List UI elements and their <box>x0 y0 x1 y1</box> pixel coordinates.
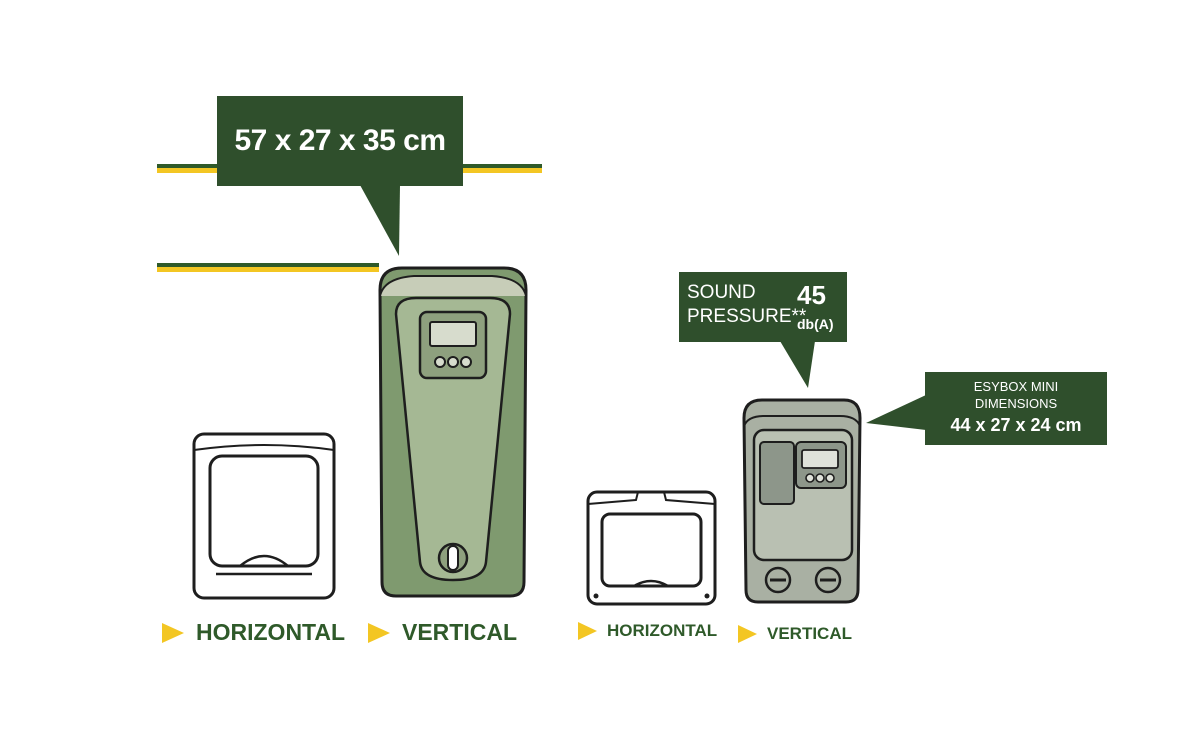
main-callout-pointer <box>360 185 400 256</box>
mini-dimensions-value: 44 x 27 x 24 cm <box>950 415 1082 435</box>
mini-callout-pointer <box>866 395 926 430</box>
sound-label-line1: SOUND <box>687 282 756 303</box>
small-vertical-unit-illustration <box>742 398 862 604</box>
large-vertical-text: VERTICAL <box>402 619 517 645</box>
arrow-icon <box>738 625 757 643</box>
main-dimensions-callout: 57 x 27 x 35 cm <box>217 96 463 186</box>
large-vertical-unit-illustration <box>378 266 528 598</box>
mini-dimensions-line2: DIMENSIONS <box>974 396 1058 411</box>
sound-callout-pointer <box>780 341 815 388</box>
small-horizontal-unit-illustration <box>586 490 717 606</box>
arrow-icon <box>368 622 390 643</box>
mini-dimensions-callout: ESYBOX MINI DIMENSIONS 44 x 27 x 24 cm <box>925 372 1107 445</box>
large-vertical-label: VERTICAL <box>368 619 517 646</box>
sound-pressure-callout: SOUND PRESSURE** 45 db(A) <box>679 272 847 342</box>
large-horizontal-text: HORIZONTAL <box>196 619 346 645</box>
sound-pressure-unit: db(A) <box>797 316 834 332</box>
large-horizontal-unit-illustration <box>192 432 336 600</box>
small-vertical-label: VERTICAL <box>738 624 852 644</box>
arrow-icon <box>578 622 597 640</box>
bottom-guide-line <box>157 263 379 272</box>
sound-label-line2: PRESSURE** <box>687 306 807 327</box>
arrow-icon <box>162 622 184 643</box>
main-dimensions-text: 57 x 27 x 35 cm <box>234 124 446 157</box>
sound-pressure-value: 45 <box>797 280 826 310</box>
large-horizontal-label: HORIZONTAL <box>162 619 345 646</box>
sound-pressure-label: SOUND PRESSURE** <box>687 281 806 329</box>
small-horizontal-label: HORIZONTAL <box>578 621 717 641</box>
mini-dimensions-line1: ESYBOX MINI <box>973 379 1059 394</box>
small-horizontal-text: HORIZONTAL <box>607 621 718 640</box>
small-vertical-text: VERTICAL <box>767 624 852 643</box>
